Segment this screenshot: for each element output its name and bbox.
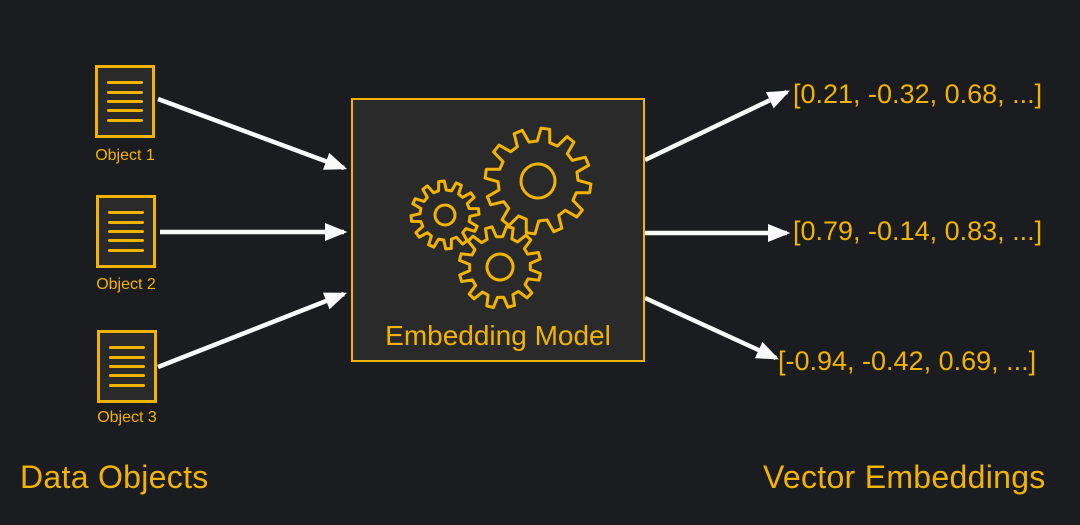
gears-icon [409,126,593,310]
vector-embedding-value: [0.21, -0.32, 0.68, ...] [793,79,1043,109]
document-icon [97,330,157,403]
arrow-model-to-vector3 [644,295,780,361]
object-label: Object 1 [95,147,155,164]
object-label: Object 3 [97,409,157,426]
document-icon [95,65,155,138]
gear-bottom-icon [457,224,543,310]
vector-embedding-value: [0.79, -0.14, 0.83, ...] [793,216,1043,246]
vector-embeddings-caption: Vector Embeddings [763,459,1046,495]
data-objects-caption: Data Objects [20,459,209,495]
embedding-model-label: Embedding Model [385,320,611,351]
object-label: Object 2 [96,276,156,293]
gear-small-icon [409,179,481,251]
document-icon [96,195,156,268]
arrow-object3-to-model [157,291,348,370]
gear-large-icon [483,126,593,236]
embedding-model-box: Embedding Model [351,98,645,362]
arrow-model-to-vector1 [644,89,791,163]
vector-embedding-value: [-0.94, -0.42, 0.69, ...] [778,346,1037,376]
arrow-object1-to-model [157,96,348,171]
